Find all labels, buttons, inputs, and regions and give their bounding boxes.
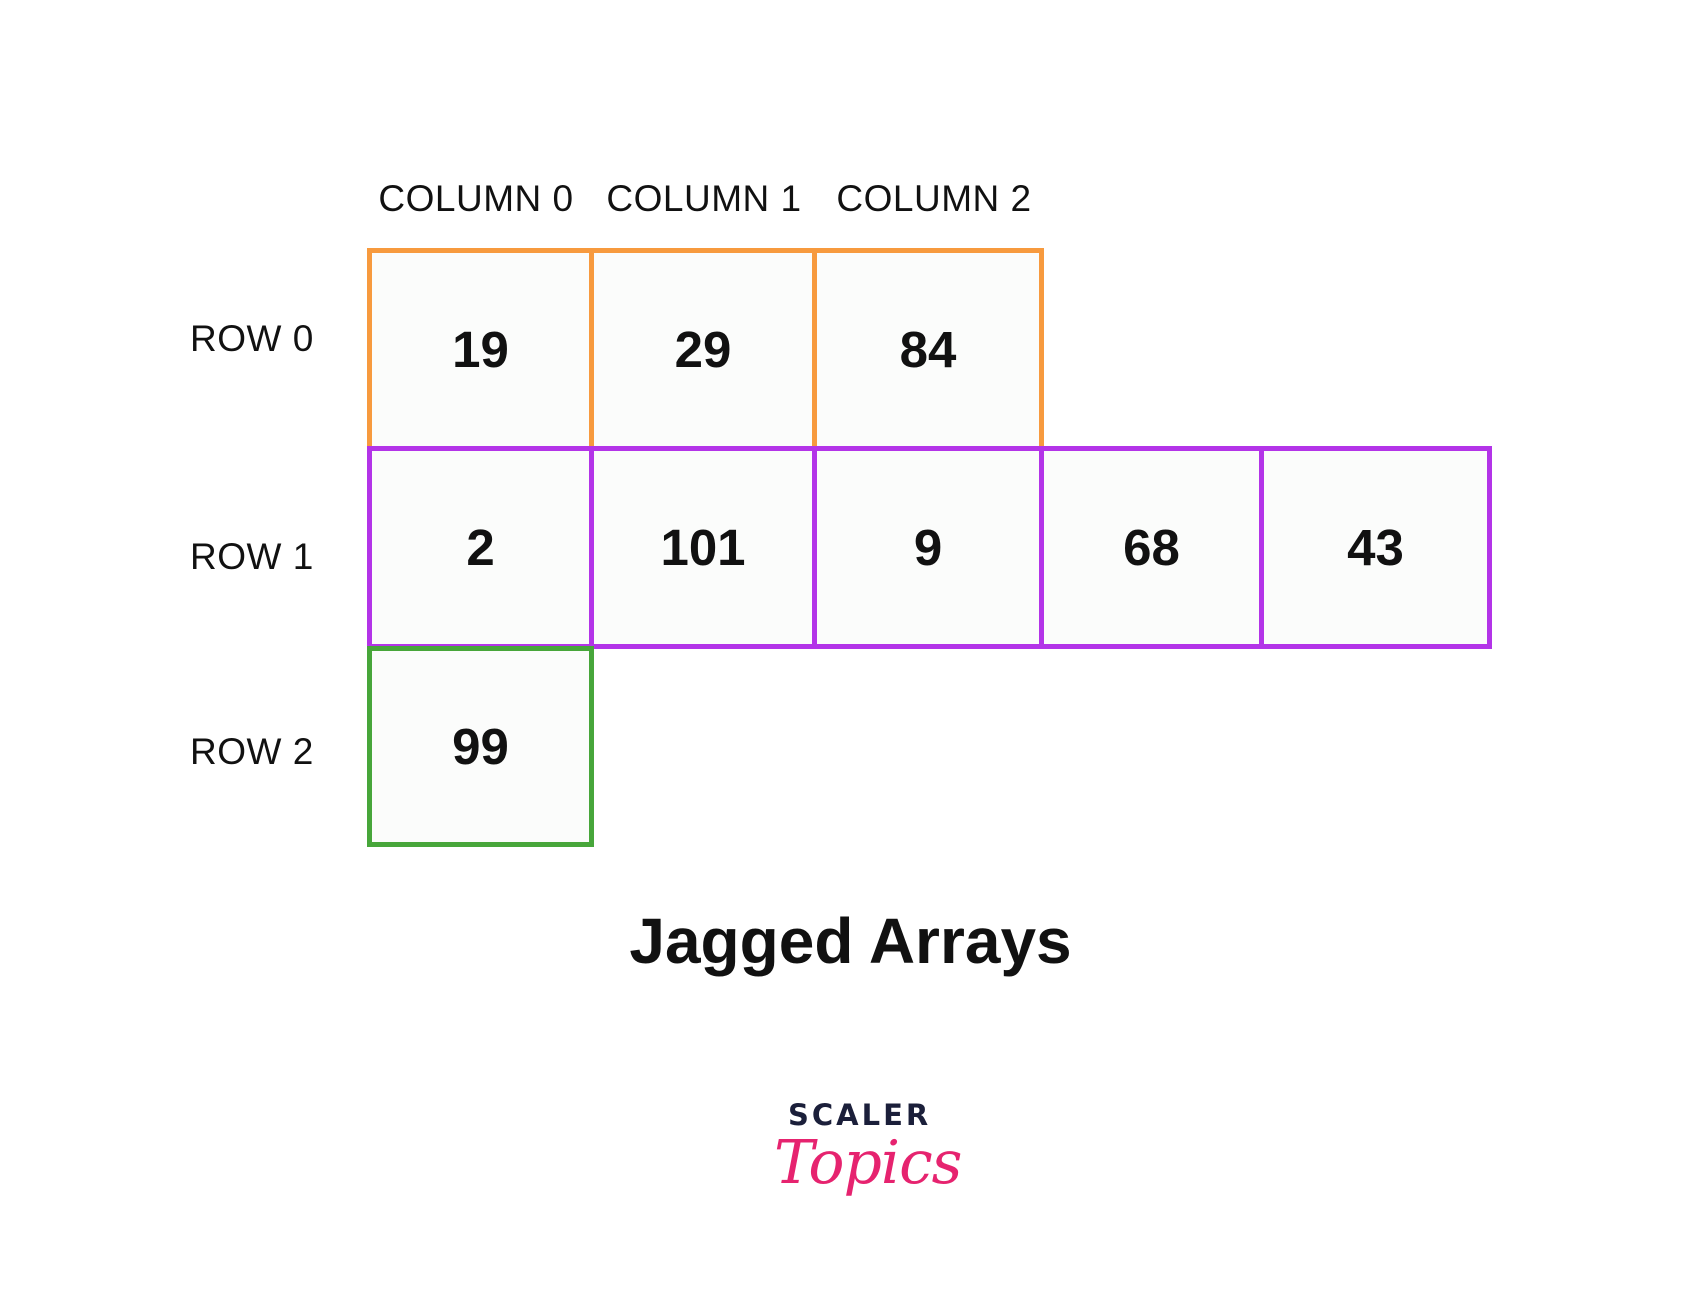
row-header-2: ROW 2: [190, 731, 314, 772]
array-cell-r0-c2: 84: [812, 248, 1044, 451]
logo-scaler-text: SCALER: [788, 1098, 932, 1132]
array-cell-r0-c1: 29: [589, 248, 817, 451]
column-header-2: COLUMN 2: [836, 178, 1032, 219]
array-cell-r0-c0: 19: [367, 248, 594, 451]
column-header-0: COLUMN 0: [378, 178, 574, 219]
array-cell-r1-c3: 68: [1039, 446, 1264, 649]
array-cell-r1-c2: 9: [812, 446, 1044, 649]
array-cell-r1-c0: 2: [367, 446, 594, 649]
column-header-1: COLUMN 1: [606, 178, 802, 219]
row-header-1: ROW 1: [190, 536, 314, 577]
array-cell-r1-c1: 101: [589, 446, 817, 649]
row-header-0: ROW 0: [190, 318, 314, 359]
array-cell-r1-c4: 43: [1259, 446, 1492, 649]
scaler-topics-logo: SCALER Topics: [770, 1098, 962, 1238]
array-cell-r2-c0: 99: [367, 646, 594, 847]
logo-topics-text: Topics: [774, 1128, 962, 1198]
diagram-title: Jagged Arrays: [629, 905, 1072, 977]
